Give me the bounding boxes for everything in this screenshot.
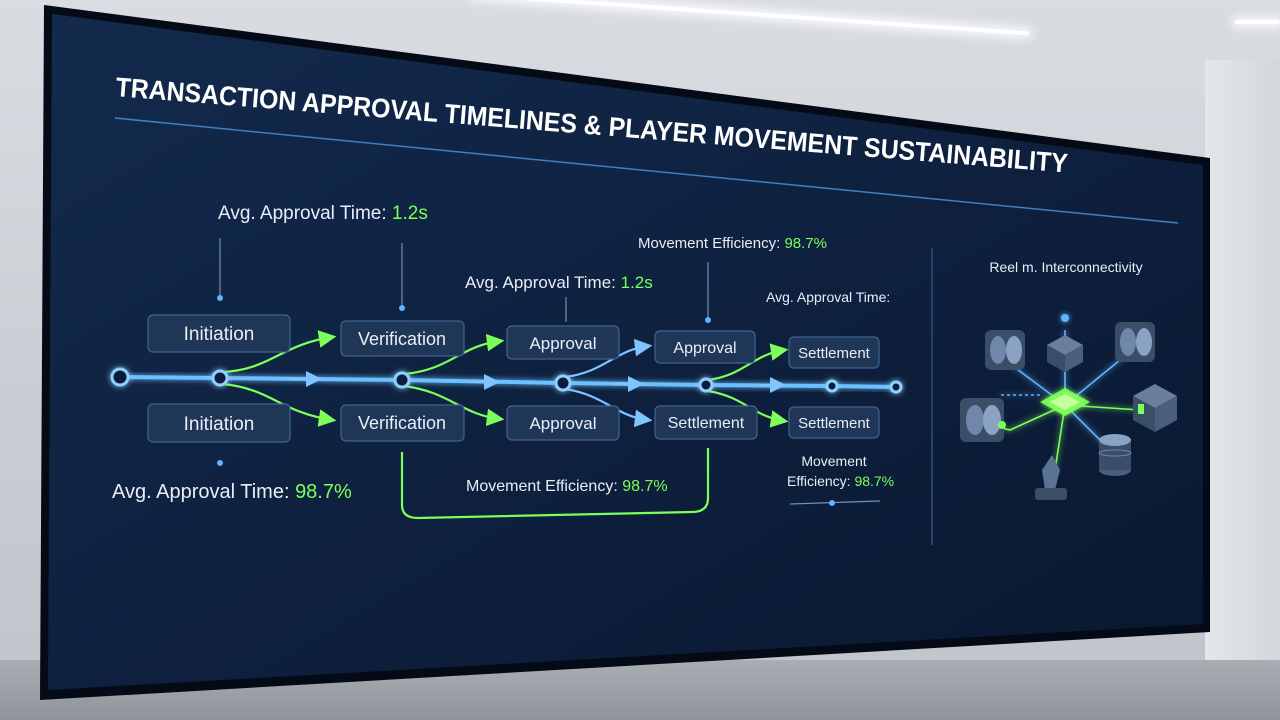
annotation-bottom-mid: Movement Efficiency: 98.7% bbox=[466, 478, 668, 495]
server-cube-icon bbox=[1133, 384, 1177, 432]
timeline-node bbox=[211, 369, 229, 387]
timeline-node bbox=[889, 380, 903, 394]
annotation-top-left: Avg. Approval Time: 1.2s bbox=[218, 203, 428, 224]
stage-label: Settlement bbox=[798, 415, 871, 432]
stage-box bbox=[654, 405, 758, 440]
stage-box bbox=[788, 336, 880, 369]
annotation-bottom-left: Avg. Approval Time: 98.7% bbox=[112, 481, 352, 503]
stage-box bbox=[654, 330, 756, 364]
stage-label: Settlement bbox=[798, 345, 871, 362]
annotation-bottom-right-line2: Efficiency: 98.7% bbox=[787, 473, 894, 489]
timeline-node bbox=[554, 374, 572, 392]
timeline-node bbox=[110, 367, 130, 387]
side-panel-title: Reel m. Interconnectivity bbox=[989, 259, 1142, 275]
bottom-row-stages: Initiation Verification Approval Settlem… bbox=[147, 403, 880, 443]
annotation-leaders bbox=[219, 238, 881, 505]
timeline-arrows bbox=[290, 371, 786, 393]
stage-box bbox=[147, 403, 291, 443]
stage-label: Initiation bbox=[184, 324, 255, 345]
stage-box bbox=[506, 325, 620, 360]
timeline-node bbox=[825, 379, 839, 393]
interconnectivity-graphic bbox=[960, 314, 1177, 500]
stage-box bbox=[147, 314, 291, 353]
timeline-node bbox=[698, 377, 714, 393]
annotation-top-right: Movement Efficiency: 98.7% bbox=[638, 235, 827, 252]
timeline-nodes bbox=[110, 367, 903, 394]
stage-label: Verification bbox=[358, 329, 446, 349]
annotations: Avg. Approval Time: 1.2s Avg. Approval T… bbox=[112, 203, 894, 503]
stage-box bbox=[340, 320, 465, 357]
reel-machine-icon bbox=[960, 398, 1006, 442]
title-underline bbox=[114, 117, 1179, 224]
chip-node-icon bbox=[1040, 388, 1090, 416]
annotation-bottom-right-line1: Movement bbox=[801, 453, 866, 469]
stage-box bbox=[506, 405, 620, 441]
server-cube-icon bbox=[1047, 335, 1083, 372]
stage-label: Settlement bbox=[668, 415, 745, 432]
stage-label: Approval bbox=[529, 334, 596, 353]
annotation-upper-far-right: Avg. Approval Time: bbox=[766, 289, 890, 305]
stage-label: Verification bbox=[358, 413, 446, 433]
stage-label: Approval bbox=[673, 340, 736, 357]
side-wall bbox=[1205, 60, 1280, 660]
annotation-dots bbox=[217, 295, 835, 506]
reel-machine-icon bbox=[1115, 322, 1155, 362]
annotation-top-mid: Avg. Approval Time: 1.2s bbox=[465, 273, 653, 292]
reel-machine-icon bbox=[985, 330, 1025, 370]
stage-label: Initiation bbox=[184, 414, 255, 435]
branch-connectors bbox=[221, 330, 789, 520]
coin-stack-icon bbox=[1098, 434, 1132, 476]
stage-label: Approval bbox=[529, 414, 596, 433]
stage-box bbox=[788, 406, 880, 439]
ceiling-light-right bbox=[1235, 20, 1280, 24]
timeline-node bbox=[393, 371, 411, 389]
trophy-icon bbox=[1035, 455, 1067, 500]
top-row-stages: Initiation Verification Approval Approva… bbox=[147, 314, 880, 369]
stage-box bbox=[340, 404, 465, 442]
signal-spark-icon bbox=[1061, 314, 1069, 322]
